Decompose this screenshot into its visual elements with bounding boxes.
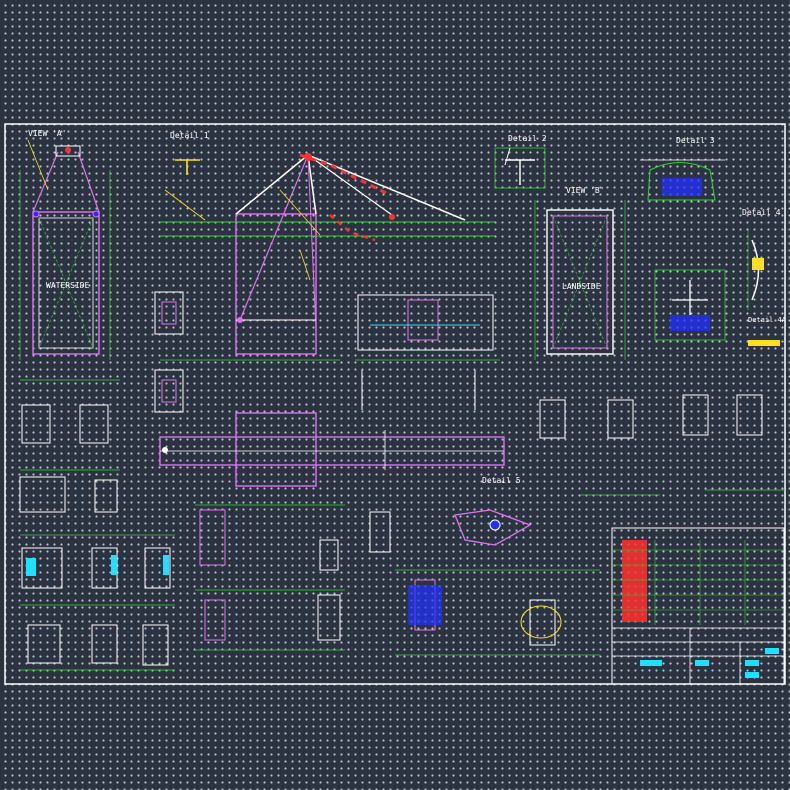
main-beam	[159, 412, 505, 487]
detail-3-label: Detail 3	[676, 136, 715, 145]
waterside-view	[19, 139, 111, 360]
section-center	[355, 294, 500, 410]
detail-5-label: Detail 5	[482, 476, 521, 485]
detail-1-label: Detail 1	[170, 131, 209, 140]
section-fills	[26, 509, 562, 639]
detail-4-label: Detail 4	[742, 208, 781, 217]
waterside-label: WATERSIDE	[46, 281, 90, 290]
dimension-lines	[20, 379, 785, 671]
detail-4a-drawing	[654, 269, 780, 346]
view-a-label: VIEW 'A'	[28, 129, 67, 138]
small-sections	[19, 291, 763, 666]
view-b-label: VIEW 'B'	[566, 186, 605, 195]
detail-2-label: Detail 2	[508, 134, 547, 143]
crane-elevation	[160, 153, 495, 361]
detail-3-drawing	[640, 159, 725, 201]
sheet-border	[4, 123, 786, 685]
detail-4a-label: Detail 4A	[748, 316, 787, 324]
detail-2-drawing	[494, 147, 546, 189]
detail-4-drawing	[747, 230, 764, 310]
title-block	[611, 527, 785, 685]
landside-view	[534, 200, 626, 360]
landside-label: LANDSIDE	[562, 282, 601, 291]
